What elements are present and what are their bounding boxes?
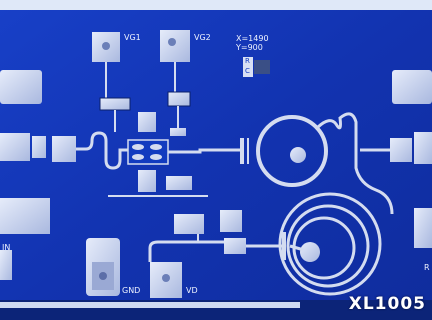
label-c: C [245,67,250,75]
right-pad-mid-2 [414,132,432,164]
label-gnd: GND [122,286,141,295]
label-vd: VD [186,286,198,295]
coordinate-x: X=1490 [236,34,269,43]
coordinate-readout: X=1490 Y=900 [236,34,269,52]
spiral-2-center [300,242,320,262]
vg2-probe [168,38,176,46]
stage2-chip [224,238,246,254]
vg2-pad [160,30,190,62]
spiral-1-outer [256,115,328,187]
spiral-1-exit [316,112,394,215]
die-edge-bottom-light [0,302,300,308]
watermark-text: XL1005 [348,294,426,314]
input-meander [76,131,132,170]
left-pad-in-2 [0,250,12,280]
spiral-2-turn-1 [278,192,382,296]
rc-marker-dark [254,60,270,74]
stage2-pad-left [174,214,204,234]
left-pad-top [0,70,42,104]
label-vg2: VG2 [194,33,211,42]
spiral-1-center [290,147,306,163]
spiral-2-turn-2 [286,204,370,288]
gate-finger-2 [150,144,162,150]
right-pad-mid [390,138,412,162]
left-pad-in [0,198,50,234]
gate-finger-3 [132,154,144,160]
vg2-cap [170,128,186,136]
coordinate-y: Y=900 [236,43,263,52]
label-rf-out: R [424,263,430,272]
drain-pad-small [166,176,192,190]
rc-marker-box [243,57,253,77]
stage2-input-line [148,240,224,262]
label-in: IN [2,243,11,252]
right-pad-top [392,70,432,104]
label-r: R [245,57,250,65]
gate-finger-4 [150,154,162,160]
vg2-resistor [167,91,191,107]
vg1-probe [102,42,110,50]
left-pad-mid [0,133,30,161]
gate-finger-1 [132,144,144,150]
label-vg1: VG1 [124,33,141,42]
transistor-top-pad [138,112,156,132]
die-edge-top [0,0,432,10]
vg1-resistor [99,97,131,111]
stage2-pad-right [220,210,242,232]
transistor-body [127,139,169,165]
left-pad-mid-2 [32,136,46,158]
interstage-line [168,148,240,154]
right-pad-out [414,208,432,248]
input-pad [52,136,76,162]
transistor-bottom-pad [138,170,156,192]
